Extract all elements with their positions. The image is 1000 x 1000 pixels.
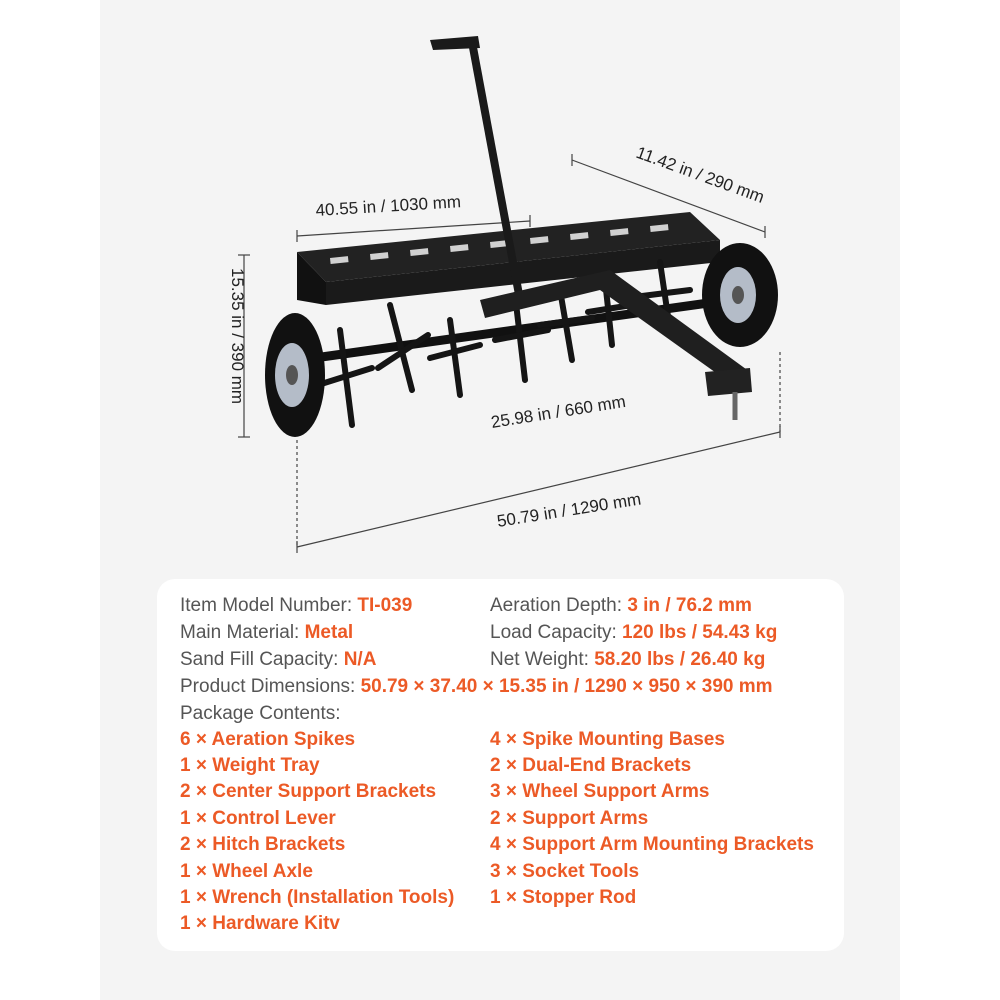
product-dimensions: Product Dimensions: 50.79 × 37.40 × 15.3… xyxy=(180,674,773,700)
package-item: 2 × Support Arms xyxy=(490,808,649,829)
model-label: Item Model Number: xyxy=(180,595,353,616)
package-item: 2 × Dual-End Brackets xyxy=(490,755,692,776)
package-item: 3 × Socket Tools xyxy=(490,861,640,882)
depth-label: 11.42 in / 290 mm xyxy=(634,143,767,207)
package-item: 1 × Control Lever xyxy=(180,808,336,829)
dimensions-value: 50.79 × 37.40 × 15.35 in / 1290 × 950 × … xyxy=(360,676,773,697)
height-label: 15.35 in / 390 mm xyxy=(228,268,247,404)
package-item: 1 × Hardware Kitv xyxy=(180,913,340,934)
main-material: Main Material: Metal xyxy=(180,620,353,646)
material-value: Metal xyxy=(304,622,354,643)
hitch-length-label: 25.98 in / 660 mm xyxy=(490,392,627,432)
package-item: 3 × Wheel Support Arms xyxy=(490,781,710,802)
sand-fill: Sand Fill Capacity: N/A xyxy=(180,647,376,673)
package-item: 4 × Spike Mounting Bases xyxy=(490,729,725,750)
sand-value: N/A xyxy=(343,649,377,670)
sand-label: Sand Fill Capacity: xyxy=(180,649,339,670)
weight-label: Net Weight: xyxy=(490,649,589,670)
package-item: 1 × Stopper Rod xyxy=(490,887,637,908)
dimensions-label: Product Dimensions: xyxy=(180,676,356,697)
load-value: 120 lbs / 54.43 kg xyxy=(622,622,778,643)
depth-label-text: Aeration Depth: xyxy=(490,595,623,616)
model-value: TI-039 xyxy=(357,595,413,616)
package-item: 2 × Center Support Brackets xyxy=(180,781,437,802)
width-top-label: 40.55 in / 1030 mm xyxy=(315,192,461,220)
model-number: Item Model Number: TI-039 xyxy=(180,593,412,619)
package-contents-label: Package Contents: xyxy=(180,703,341,724)
package-item: 6 × Aeration Spikes xyxy=(180,729,356,750)
aerator-illustration xyxy=(265,36,778,437)
package-item: 4 × Support Arm Mounting Brackets xyxy=(490,834,814,855)
overall-length-label: 50.79 in / 1290 mm xyxy=(496,489,643,531)
package-item: 1 × Weight Tray xyxy=(180,755,320,776)
package-item: 1 × Wrench (Installation Tools) xyxy=(180,887,455,908)
product-diagram: 40.55 in / 1030 mm 11.42 in / 290 mm 15.… xyxy=(228,36,781,553)
depth-value: 3 in / 76.2 mm xyxy=(627,595,752,616)
package-item: 2 × Hitch Brackets xyxy=(180,834,346,855)
load-capacity: Load Capacity: 120 lbs / 54.43 kg xyxy=(490,620,777,646)
load-label: Load Capacity: xyxy=(490,622,617,643)
package-item: 1 × Wheel Axle xyxy=(180,861,313,882)
weight-value: 58.20 lbs / 26.40 kg xyxy=(594,649,766,670)
spec-card xyxy=(157,579,844,951)
aeration-depth: Aeration Depth: 3 in / 76.2 mm xyxy=(490,593,752,619)
net-weight: Net Weight: 58.20 lbs / 26.40 kg xyxy=(490,647,765,673)
material-label: Main Material: xyxy=(180,622,300,643)
